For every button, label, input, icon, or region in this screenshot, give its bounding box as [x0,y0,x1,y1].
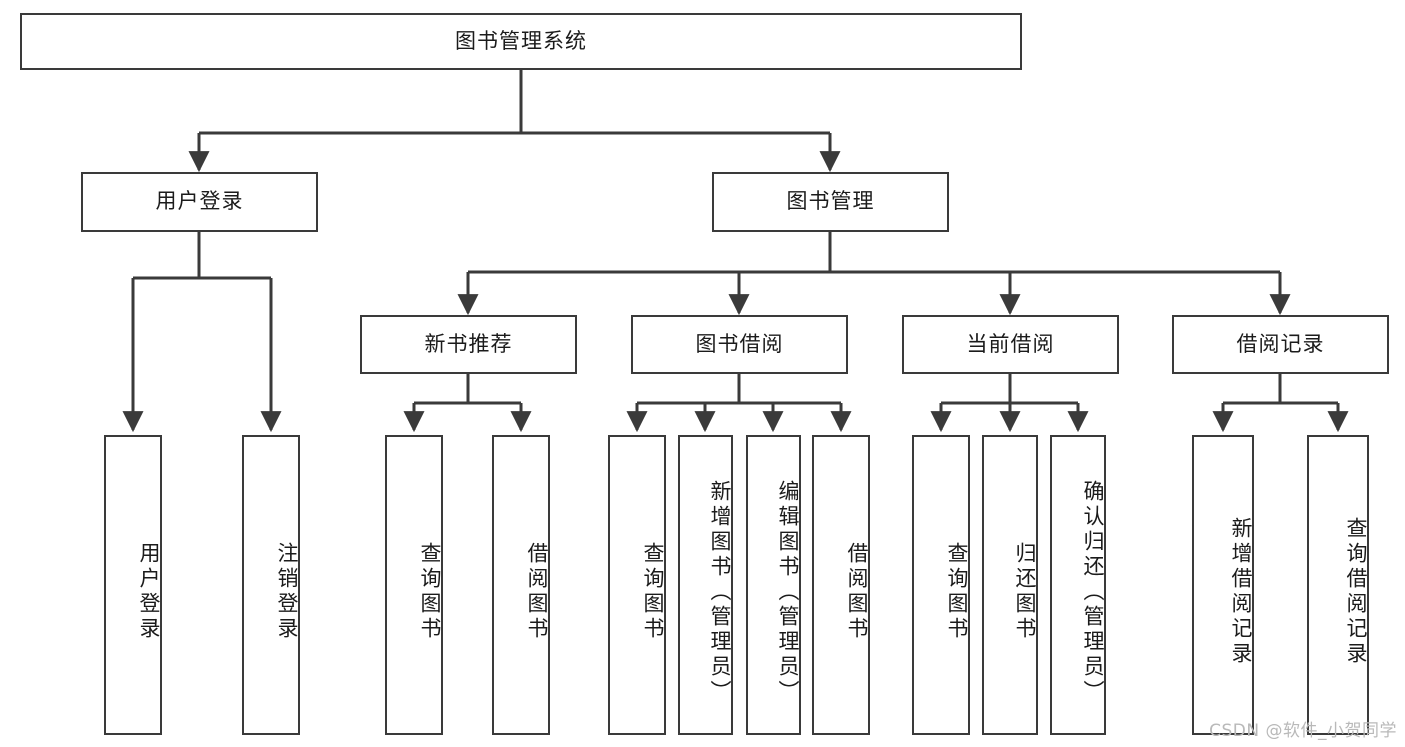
node-leaf-add-book[interactable]: 新增图书（管理员） [678,435,733,735]
node-leaf-confirm-return[interactable]: 确认归还（管理员） [1050,435,1106,735]
node-leaf-query-book-3[interactable]: 查询图书 [912,435,970,735]
node-label: 借阅记录 [1236,331,1325,356]
node-leaf-logout-login[interactable]: 注销登录 [242,435,300,735]
node-new-book-recommend[interactable]: 新书推荐 [360,315,577,374]
node-book-management-system[interactable]: 图书管理系统 [20,13,1022,70]
csdn-watermark: CSDN @软件_小贺同学 [1209,721,1397,741]
node-leaf-borrow-book-1[interactable]: 借阅图书 [492,435,550,735]
node-label: 图书借阅 [695,331,784,356]
node-label: 编辑图书（管理员） [776,479,800,705]
node-leaf-borrow-book-2[interactable]: 借阅图书 [812,435,870,735]
node-label: 用户登录 [137,542,161,642]
node-book-borrow[interactable]: 图书借阅 [631,315,848,374]
node-label: 查询借阅记录 [1344,517,1368,667]
node-label: 当前借阅 [966,331,1055,356]
node-label: 图书管理 [786,189,875,214]
node-borrow-record[interactable]: 借阅记录 [1172,315,1389,374]
node-label: 查询图书 [945,542,969,642]
node-leaf-edit-book[interactable]: 编辑图书（管理员） [746,435,801,735]
node-label: 用户登录 [155,189,244,214]
node-label: 查询图书 [418,542,442,642]
node-label: 新增借阅记录 [1229,517,1253,667]
node-current-borrow[interactable]: 当前借阅 [902,315,1119,374]
node-label: 图书管理系统 [455,28,587,53]
node-label: 确认归还（管理员） [1081,479,1105,705]
node-label: 新增图书（管理员） [708,479,732,705]
node-leaf-user-login[interactable]: 用户登录 [104,435,162,735]
node-leaf-return-book[interactable]: 归还图书 [982,435,1038,735]
node-label: 借阅图书 [525,542,549,642]
node-label: 归还图书 [1013,542,1037,642]
node-book-manage[interactable]: 图书管理 [712,172,949,232]
node-leaf-query-book-2[interactable]: 查询图书 [608,435,666,735]
node-leaf-query-book-1[interactable]: 查询图书 [385,435,443,735]
node-user-login[interactable]: 用户登录 [81,172,318,232]
node-label: 注销登录 [275,542,299,642]
node-label: 查询图书 [641,542,665,642]
node-label: 借阅图书 [845,542,869,642]
node-label: 新书推荐 [424,331,513,356]
node-leaf-query-record[interactable]: 查询借阅记录 [1307,435,1369,735]
node-leaf-add-record[interactable]: 新增借阅记录 [1192,435,1254,735]
